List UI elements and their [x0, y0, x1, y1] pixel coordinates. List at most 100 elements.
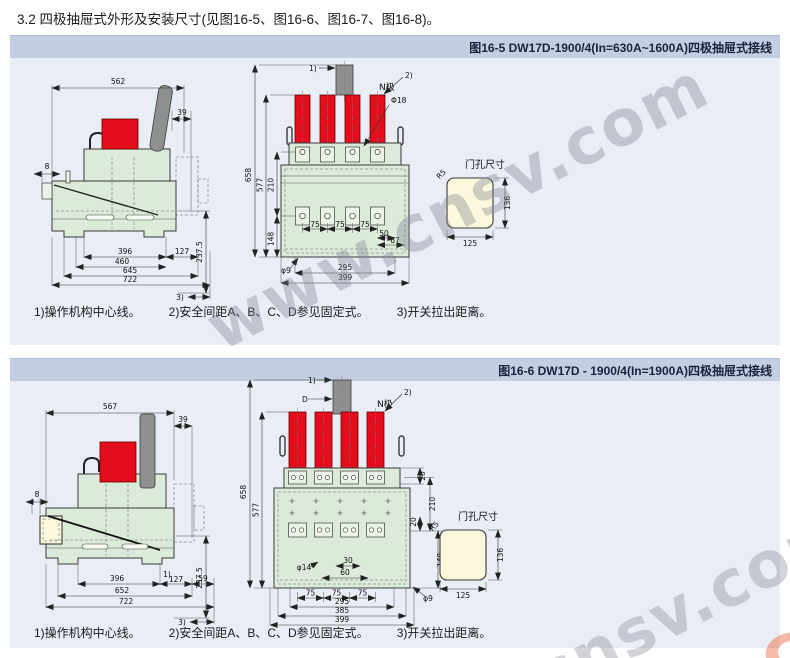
door-hole-drawing-16-5: 门孔尺寸 R5 136 125 [435, 158, 512, 248]
label-phi14: φ14 [297, 563, 312, 572]
breaker-front-body [280, 61, 410, 258]
front-view-drawing-16-5: 1) N极 2) Φ18 658 577 210 [244, 61, 413, 286]
dim-562: 562 [111, 77, 126, 86]
dim-295: 295 [335, 597, 350, 606]
wire-hook [83, 456, 100, 474]
label-r5: R5 [428, 519, 442, 533]
side-dimensions: 567 39 8 237.5 396 1) [25, 402, 215, 627]
dim-577: 577 [256, 178, 265, 193]
figure-caption-bar: 图16-6 DW17D - 1900/4(In=1900A)四极抽屉式接线 [10, 358, 780, 381]
dim-50: 50 [379, 229, 389, 238]
front-labels: 1) D N极 2) [302, 376, 412, 412]
label-note2: 2) [405, 71, 413, 80]
dim-295: 295 [338, 263, 353, 272]
label-d: D [302, 395, 308, 404]
label-pullout-3: 3) [178, 618, 186, 627]
figure-caption: 图16-6 DW17D - 1900/4(In=1900A)四极抽屉式接线 [498, 363, 772, 378]
dim-20b: 20 [409, 517, 418, 527]
front-labels: 1) N极 2) Φ18 [309, 64, 413, 147]
label-phi9: φ9 [281, 266, 291, 275]
operating-lever [149, 85, 173, 152]
dim-658: 658 [244, 168, 253, 183]
arc-chute-side [101, 118, 139, 150]
label-r5: R5 [435, 167, 449, 181]
dim-722: 722 [123, 275, 138, 284]
label-phi9: φ9 [423, 594, 433, 603]
side-view-drawing-16-5: 562 39 8 237.5 [33, 77, 211, 302]
note-1: 1)操作机构中心线。 [34, 626, 141, 640]
note-2: 2)安全间距A、B、C、D参见固定式。 [168, 305, 369, 319]
note-1: 1)操作机构中心线。 [34, 305, 141, 319]
dim-237-5: 237.5 [195, 567, 204, 589]
figure-notes: 1)操作机构中心线。 2)安全间距A、B、C、D参见固定式。 3)开关拉出距离。 [34, 624, 491, 641]
dim-8: 8 [35, 490, 40, 499]
label-note1: 1) [163, 570, 171, 579]
dim-125: 125 [456, 591, 471, 600]
dim-396: 396 [110, 574, 125, 583]
dim-136: 136 [496, 548, 505, 563]
dim-75a: 75 [310, 220, 320, 229]
dim-75a: 75 [306, 589, 316, 598]
dim-75c: 75 [358, 589, 368, 598]
operating-lever [139, 413, 156, 489]
dim-127: 127 [175, 247, 190, 256]
mounting-cross-marks [289, 498, 391, 516]
dim-577: 577 [252, 503, 261, 518]
dim-722: 722 [119, 597, 134, 606]
dim-75c: 75 [360, 220, 370, 229]
label-n-pole: N极 [377, 398, 393, 410]
dim-210: 210 [267, 178, 276, 193]
dim-39: 39 [178, 415, 188, 424]
figure-panel-16-6: 图16-6 DW17D - 1900/4(In=1900A)四极抽屉式接线 [10, 358, 780, 648]
dim-75b: 75 [335, 220, 345, 229]
figure-panel-16-5: 图16-5 DW17D-1900/4(In=630A~1600A)四极抽屉式接线 [10, 35, 780, 345]
note-2: 2)安全间距A、B、C、D参见固定式。 [168, 626, 369, 640]
dim-125: 125 [463, 239, 478, 248]
door-hole-title: 门孔尺寸 [458, 510, 498, 523]
dim-20a: 20 [418, 471, 427, 481]
dim-460: 460 [115, 257, 130, 266]
dim-399: 399 [335, 615, 350, 624]
dim-67: 67 [390, 236, 400, 245]
note-3: 3)开关拉出距离。 [396, 305, 492, 319]
section-heading: 3.2 四极抽屉式外形及安装尺寸(见图16-5、图16-6、图16-7、图16-… [17, 12, 441, 27]
dim-652: 652 [115, 586, 130, 595]
dim-645: 645 [123, 266, 138, 275]
dim-8: 8 [45, 162, 50, 171]
dim-60: 60 [340, 568, 350, 577]
arc-chute-side [99, 441, 137, 483]
figure-caption: 图16-5 DW17D-1900/4(In=630A~1600A)四极抽屉式接线 [469, 40, 772, 55]
front-dimensions: 658 577 20 210 20 148 φ9 φ14 [239, 379, 445, 628]
door-hole-drawing-16-6: 门孔尺寸 R5 136 125 [428, 510, 505, 600]
dim-399: 399 [338, 273, 353, 282]
figure-caption-bar: 图16-5 DW17D-1900/4(In=630A~1600A)四极抽屉式接线 [10, 35, 780, 58]
label-phi18: Φ18 [391, 96, 407, 105]
door-hole-square [439, 529, 487, 581]
front-view-drawing-16-6: 1) D N极 2) 658 577 20 [239, 376, 445, 628]
breaker-front-body [273, 376, 411, 589]
label-pullout-3: 3) [176, 293, 184, 302]
label-note2: 2) [404, 388, 412, 397]
dim-59: 59 [198, 574, 208, 583]
dim-75b: 75 [332, 589, 342, 598]
breaker-side-body [39, 413, 205, 565]
front-dimensions: 658 577 210 148 75 75 75 50 [244, 64, 410, 286]
dim-30: 30 [343, 556, 353, 565]
label-note1: 1) [309, 64, 317, 73]
dim-39: 39 [177, 108, 187, 117]
figure-notes: 1)操作机构中心线。 2)安全间距A、B、C、D参见固定式。 3)开关拉出距离。 [34, 303, 491, 320]
dim-148: 148 [267, 232, 276, 247]
side-dimensions: 562 39 8 237.5 [33, 77, 211, 302]
note-3: 3)开关拉出距离。 [396, 626, 492, 640]
dim-237-5: 237.5 [195, 241, 204, 263]
door-hole-title: 门孔尺寸 [465, 158, 505, 171]
dim-136: 136 [503, 196, 512, 211]
label-note1: 1) [308, 376, 316, 385]
dim-396: 396 [118, 247, 133, 256]
dim-658: 658 [239, 485, 248, 500]
dim-567: 567 [103, 402, 118, 411]
dim-127: 127 [169, 575, 184, 584]
side-view-drawing-16-6: 567 39 8 237.5 396 1) [25, 402, 215, 627]
dim-210: 210 [428, 497, 437, 512]
